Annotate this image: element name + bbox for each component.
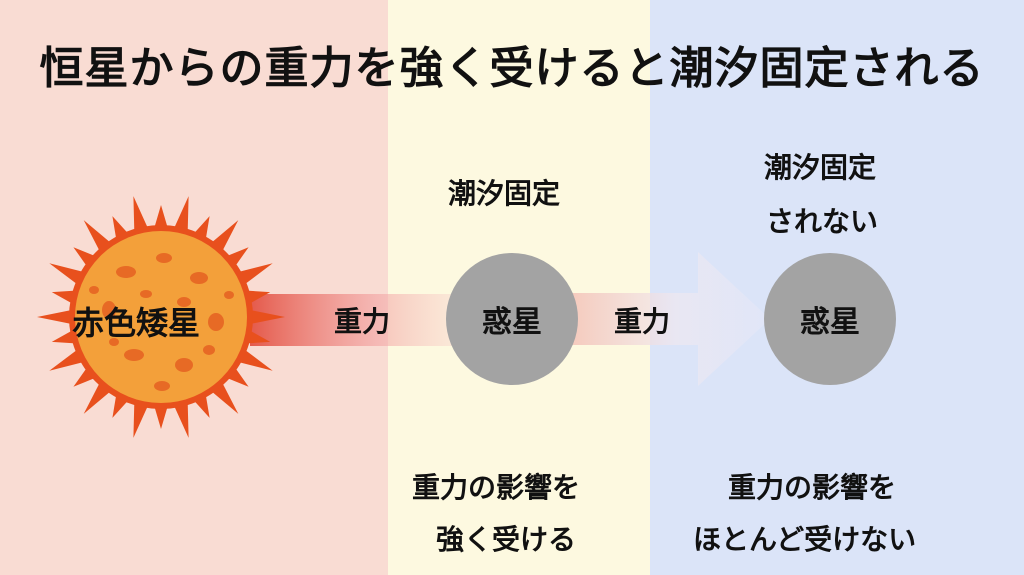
gravity-arrow-strong (250, 294, 460, 346)
red-dwarf-star-icon (37, 196, 285, 438)
red-dwarf-label: 赤色矮星 (72, 304, 201, 342)
weak-effect-line2: ほとんど受けない (693, 523, 917, 556)
diagram-title: 恒星からの重力を強く受けると潮汐固定される (39, 43, 985, 94)
gravity-label-weak: 重力 (614, 305, 671, 338)
star-ray (153, 205, 169, 232)
planet-tidally-locked: 惑星 (446, 253, 578, 385)
gravity-label-strong: 重力 (334, 305, 391, 338)
not-locked-caption-line2: されない (766, 205, 879, 238)
star-ray (133, 398, 150, 438)
star-ray (246, 309, 285, 325)
star-ray (172, 398, 189, 438)
star-ray (133, 196, 150, 236)
gravity-arrow-weak (560, 252, 770, 386)
weak-effect-line1: 重力の影響を (728, 471, 897, 504)
planet-label: 惑星 (800, 305, 860, 340)
strong-effect-line1: 重力の影響を (412, 471, 581, 504)
planet-not-tidally-locked: 惑星 (764, 253, 896, 385)
tidally-locked-caption: 潮汐固定 (448, 177, 561, 210)
not-locked-caption-line1: 潮汐固定 (764, 151, 877, 184)
star-ray (153, 402, 169, 429)
strong-effect-line2: 強く受ける (436, 523, 577, 556)
planet-label: 惑星 (482, 305, 542, 340)
star-ray (37, 309, 76, 325)
star-ray (172, 196, 189, 236)
